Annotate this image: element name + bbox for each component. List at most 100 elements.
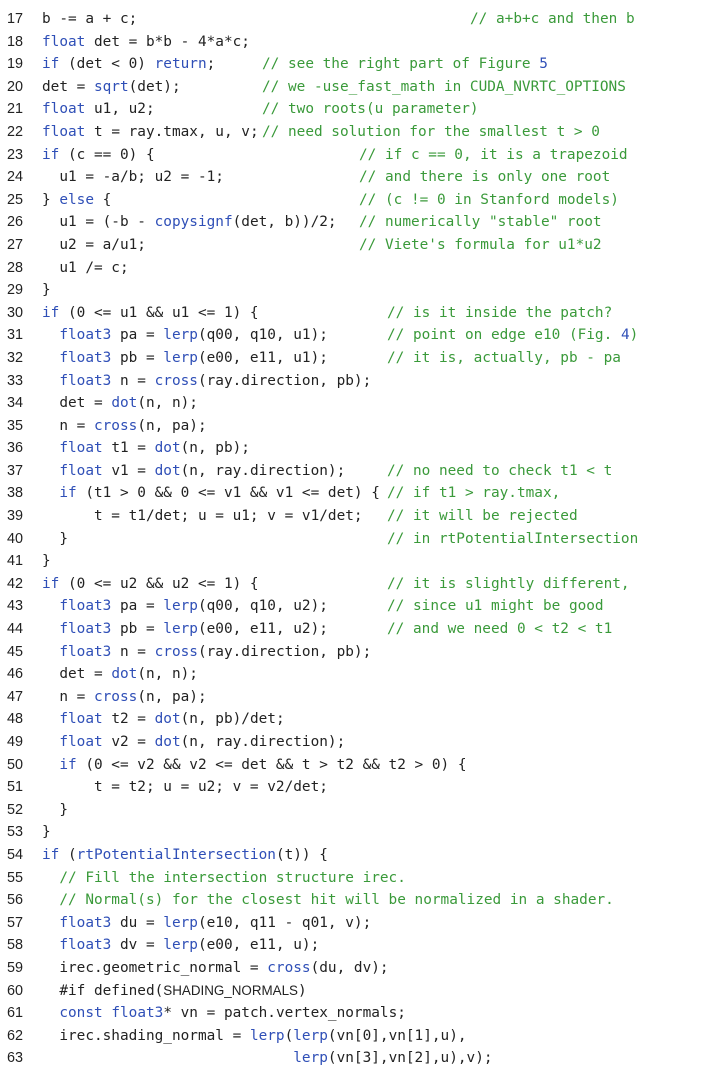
code-text: float3 n = cross(ray.direction, pb); <box>42 370 371 393</box>
code-token: ( <box>59 846 77 863</box>
code-token: (t1 > 0 && 0 <= v1 && v1 <= det) { <box>76 485 380 502</box>
code-token: (e00, e11, u2); <box>197 621 328 638</box>
code-token: n = <box>59 417 94 434</box>
code-comment: // and we need 0 < t2 < t1 <box>387 618 612 641</box>
code-line: 59 irec.geometric_normal = cross(du, dv)… <box>0 957 713 980</box>
code-token: n = <box>111 643 155 660</box>
code-token: copysignf <box>154 214 233 231</box>
comment-text: // it is slightly different, <box>387 575 630 592</box>
code-line: 45 float3 n = cross(ray.direction, pb); <box>0 641 713 664</box>
code-text: det = dot(n, n); <box>42 663 198 686</box>
code-token: float <box>42 33 86 50</box>
code-token: } <box>42 553 51 570</box>
comment-text: // if t1 > ray.tmax, <box>387 485 561 502</box>
code-text: float u1, u2; <box>42 98 155 121</box>
code-text: float v1 = dot(n, ray.direction); <box>42 460 345 483</box>
code-token: v2 = <box>102 734 155 750</box>
line-number: 34 <box>7 395 24 412</box>
code-token: cross <box>93 688 138 705</box>
code-token: lerp <box>163 327 198 344</box>
code-token: u2 = a/u1; <box>59 236 146 253</box>
code-comment: // numerically "stable" root <box>359 211 602 234</box>
code-token: if <box>42 575 60 592</box>
code-text: } <box>42 799 68 822</box>
code-token: u1 /= c; <box>59 259 129 276</box>
code-text: u1 = -a/b; u2 = -1; <box>42 166 224 189</box>
code-line: 33 float3 n = cross(ray.direction, pb); <box>0 370 713 393</box>
code-token: (n, ray.direction); <box>180 462 346 479</box>
code-token: (det, b))/2; <box>232 214 337 231</box>
code-line: 58 float3 dv = lerp(e00, e11, u); <box>0 934 713 957</box>
code-text: n = cross(n, pa); <box>42 415 206 438</box>
code-token: ; <box>206 56 216 73</box>
code-token: n = <box>59 688 94 705</box>
line-number: 56 <box>7 892 24 909</box>
code-token: // Fill the intersection structure irec. <box>59 869 406 886</box>
code-comment: // it is, actually, pb - pa <box>387 347 621 370</box>
line-number: 23 <box>7 146 24 163</box>
code-text: const float3* vn = patch.vertex_normals; <box>42 1002 406 1025</box>
code-token: t2 = <box>102 711 155 728</box>
line-number: 19 <box>7 56 24 73</box>
code-token: } <box>59 530 68 547</box>
code-token: float3 <box>59 643 112 660</box>
code-token: } <box>42 824 51 841</box>
line-number: 52 <box>7 801 24 818</box>
comment-text: // Viete's formula for u1*u2 <box>359 236 602 253</box>
code-token: float3 <box>59 914 112 931</box>
code-token: cross <box>154 643 198 660</box>
code-token: (det); <box>128 78 181 95</box>
comment-text: // is it inside the patch? <box>387 304 613 321</box>
code-token: // Normal(s) for the closest hit will be… <box>59 892 614 909</box>
line-number: 25 <box>7 191 24 208</box>
code-token: (0 <= u2 && u2 <= 1) { <box>59 575 259 592</box>
line-number: 24 <box>7 169 24 186</box>
code-token: (e00, e11, u1); <box>197 349 328 366</box>
comment-text: // point on edge e10 (Fig. <box>387 327 621 344</box>
code-token: dv = <box>111 937 164 954</box>
line-number: 49 <box>7 734 24 750</box>
code-text: u2 = a/u1; <box>42 234 146 257</box>
code-text: } else { <box>42 189 111 212</box>
line-number: 57 <box>7 914 24 931</box>
line-number: 26 <box>7 214 24 231</box>
code-token: det = <box>59 666 112 683</box>
code-line: 48 float t2 = dot(n, pb)/det; <box>0 708 713 731</box>
code-line: 52 } <box>0 799 713 822</box>
line-number: 17 <box>7 11 24 27</box>
code-token: sqrt <box>93 78 129 95</box>
code-token: lerp <box>163 621 198 638</box>
comment-token: 4 <box>620 327 630 344</box>
code-text: t = t1/det; u = u1; v = v1/det; <box>42 505 363 528</box>
code-text: det = dot(n, n); <box>42 392 198 415</box>
code-line: 23 if (c == 0) { // if c == 0, it is a tra… <box>0 144 713 167</box>
code-line: 31 float3 pa = lerp(q00, q10, u1);// poi… <box>0 324 713 347</box>
line-number: 44 <box>7 621 24 638</box>
code-token: (n, n); <box>137 666 198 683</box>
code-token: dot <box>111 666 138 683</box>
code-comment: // it will be rejected <box>387 505 578 528</box>
line-number: 27 <box>7 236 24 253</box>
code-token: if <box>42 304 60 321</box>
code-token: float3 <box>111 1005 164 1022</box>
code-line: 43 float3 pa = lerp(q00, q10, u2);// sin… <box>0 595 713 618</box>
line-number: 54 <box>7 846 24 863</box>
code-text: b -= a + c; <box>42 8 137 31</box>
code-comment: // if c == 0, it is a trapezoid <box>359 144 628 167</box>
line-number: 29 <box>7 282 24 299</box>
comment-text: // and we need 0 < t2 < t1 <box>387 621 613 638</box>
code-token: (c == 0) { <box>59 146 155 163</box>
code-token: pa = <box>111 598 164 615</box>
code-line: 39 t = t1/det; u = u1; v = v1/det;// it … <box>0 505 713 528</box>
code-text: // Normal(s) for the closest hit will be… <box>42 889 614 912</box>
code-line: 47 n = cross(n, pa); <box>0 686 713 709</box>
comment-text: // (c != 0 in Stanford models) <box>359 191 619 208</box>
code-line: 56 // Normal(s) for the closest hit will… <box>0 889 713 912</box>
code-token: (q00, q10, u1); <box>197 327 328 344</box>
code-comment: // is it inside the patch? <box>387 302 612 325</box>
code-token: } <box>59 801 68 818</box>
code-token: if <box>42 146 60 163</box>
comment-text: // if c == 0, it is a trapezoid <box>359 146 628 163</box>
code-token: ( <box>284 1027 294 1044</box>
